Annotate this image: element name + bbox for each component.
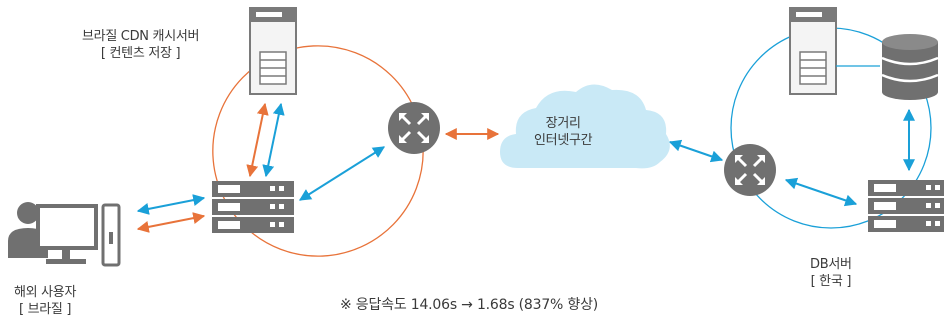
- cloud-line2: 인터넷구간: [534, 133, 593, 148]
- cloud-icon: [500, 84, 670, 169]
- cloud-line1: 장거리: [545, 116, 581, 131]
- arrow-edge-cache-blue: [262, 102, 285, 178]
- rack-server-icon: [212, 181, 294, 233]
- response-time-footnote: ※ 응답속도 14.06s → 1.68s (837% 향상): [340, 297, 599, 313]
- user-computer-icon: [8, 202, 121, 267]
- arrow-router-dbserver-blue: [784, 177, 858, 207]
- db-server-sub: [ 한국 ]: [810, 274, 852, 289]
- router-icon: [388, 102, 440, 154]
- user-name: 해외 사용자: [14, 285, 77, 300]
- rack-server-icon: [868, 180, 944, 232]
- db-server-label: DB서버 [ 한국 ]: [810, 256, 852, 290]
- user-sub: [ 브라질 ]: [18, 302, 72, 317]
- db-server-name: DB서버: [810, 257, 852, 272]
- tower-server-icon: [789, 7, 837, 95]
- cache-server-sub: [ 컨텐츠 저장 ]: [100, 46, 181, 61]
- cache-server-label: 브라질 CDN 캐시서버 [ 컨텐츠 저장 ]: [82, 28, 200, 62]
- arrow-edge-cache-orange: [246, 102, 269, 178]
- user-label: 해외 사용자 [ 브라질 ]: [14, 284, 76, 318]
- cache-server-name: 브라질 CDN 캐시서버: [82, 29, 200, 44]
- arrow-edge-router-blue: [298, 146, 386, 201]
- router-icon: [724, 144, 776, 196]
- arrow-user-edge-orange: [136, 212, 206, 233]
- tower-server-icon: [249, 7, 297, 95]
- arrow-user-edge-blue: [136, 194, 206, 215]
- arrow-cloud-router-blue: [668, 139, 724, 163]
- cloud-label: 장거리 인터넷구간: [534, 115, 593, 149]
- database-icon: [881, 34, 939, 100]
